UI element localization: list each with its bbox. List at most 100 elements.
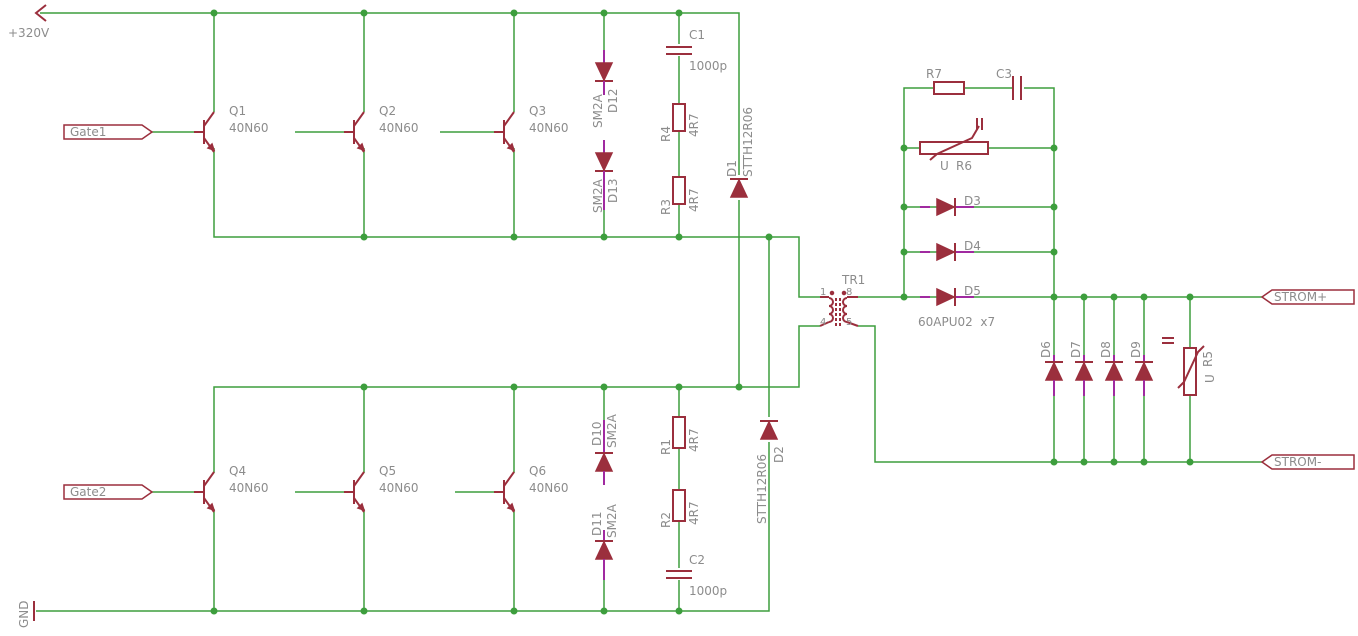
diode-d7: D7 bbox=[1069, 341, 1094, 396]
svg-text:Q5: Q5 bbox=[379, 464, 396, 478]
svg-text:Q4: Q4 bbox=[229, 464, 246, 478]
diode-d5: D5 bbox=[920, 284, 981, 307]
svg-text:40N60: 40N60 bbox=[529, 481, 569, 495]
diode-d2: STTH12R06 D2 bbox=[755, 420, 786, 524]
svg-text:C1: C1 bbox=[689, 28, 705, 42]
ground-symbol: GND bbox=[17, 600, 35, 628]
svg-text:D8: D8 bbox=[1099, 341, 1113, 358]
varistor-r6: U R6 bbox=[919, 118, 989, 173]
gnd-label: GND bbox=[17, 600, 31, 628]
transistor-q6: Q6 40N60 bbox=[493, 464, 569, 513]
svg-text:STROM-: STROM- bbox=[1274, 455, 1321, 469]
svg-text:40N60: 40N60 bbox=[229, 121, 269, 135]
svg-text:R7: R7 bbox=[926, 67, 942, 81]
junctions bbox=[210, 9, 1194, 615]
diode-d1: D1 STTH12R06 bbox=[725, 107, 755, 198]
svg-text:40N60: 40N60 bbox=[529, 121, 569, 135]
tvs-d13: SM2A D13 bbox=[591, 140, 620, 213]
tvs-d10: D10 SM2A bbox=[590, 413, 619, 485]
svg-text:D7: D7 bbox=[1069, 341, 1083, 358]
svg-text:D13: D13 bbox=[606, 178, 620, 203]
net-label-strom-minus: STROM- bbox=[1260, 454, 1355, 470]
resistor-r3: R3 4R7 bbox=[659, 176, 701, 215]
transistor-q1: Q1 40N60 bbox=[193, 104, 269, 153]
svg-text:U: U bbox=[1203, 374, 1217, 383]
tvs-d11: D11 SM2A bbox=[590, 503, 619, 580]
svg-text:R2: R2 bbox=[659, 512, 673, 528]
svg-text:1000p: 1000p bbox=[689, 59, 727, 73]
varistor-r5: U R5 bbox=[1162, 337, 1217, 396]
transistor-q2: Q2 40N60 bbox=[343, 104, 419, 153]
svg-text:D4: D4 bbox=[964, 239, 981, 253]
svg-text:TR1: TR1 bbox=[841, 273, 865, 287]
svg-text:R5: R5 bbox=[1201, 351, 1215, 367]
svg-text:SM2A: SM2A bbox=[591, 93, 605, 128]
svg-text:4R7: 4R7 bbox=[687, 188, 701, 212]
svg-text:4: 4 bbox=[820, 317, 826, 328]
svg-text:D10: D10 bbox=[590, 421, 604, 446]
svg-text:D1: D1 bbox=[725, 160, 739, 177]
svg-text:R1: R1 bbox=[659, 439, 673, 455]
net-label-gate2: Gate2 bbox=[63, 484, 154, 500]
svg-text:STROM+: STROM+ bbox=[1274, 290, 1327, 304]
diode-d8: D8 bbox=[1099, 341, 1124, 396]
svg-text:8: 8 bbox=[846, 287, 852, 298]
svg-text:C3: C3 bbox=[996, 67, 1012, 81]
svg-text:1000p: 1000p bbox=[689, 584, 727, 598]
svg-text:C2: C2 bbox=[689, 553, 705, 567]
svg-text:D3: D3 bbox=[964, 194, 981, 208]
resistor-r4: R4 4R7 bbox=[659, 103, 701, 142]
svg-text:STTH12R06: STTH12R06 bbox=[741, 107, 755, 177]
supply-320v: +320V bbox=[8, 4, 50, 40]
svg-text:D12: D12 bbox=[606, 88, 620, 113]
svg-text:R6: R6 bbox=[956, 159, 972, 173]
capacitor-c2: C2 1000p bbox=[666, 553, 727, 598]
transistor-q3: Q3 40N60 bbox=[493, 104, 569, 153]
svg-text:D11: D11 bbox=[590, 511, 604, 536]
svg-text:STTH12R06: STTH12R06 bbox=[755, 454, 769, 524]
resistor-r7: R7 bbox=[926, 67, 965, 95]
svg-text:1: 1 bbox=[820, 287, 826, 298]
svg-text:40N60: 40N60 bbox=[379, 121, 419, 135]
transistor-q4: Q4 40N60 bbox=[193, 464, 269, 513]
diode-d3: D3 bbox=[920, 194, 981, 217]
resistor-r2: R2 4R7 bbox=[659, 489, 701, 528]
tvs-d12: SM2A D12 bbox=[591, 50, 620, 128]
svg-text:Q6: Q6 bbox=[529, 464, 546, 478]
svg-text:D6: D6 bbox=[1039, 341, 1053, 358]
svg-text:SM2A: SM2A bbox=[605, 503, 619, 538]
supply-320v-label: +320V bbox=[8, 26, 50, 40]
rect-diode-note: 60APU02 x7 bbox=[918, 315, 995, 329]
capacitor-c3: C3 bbox=[996, 67, 1022, 100]
svg-text:SM2A: SM2A bbox=[591, 178, 605, 213]
svg-text:40N60: 40N60 bbox=[229, 481, 269, 495]
svg-text:SM2A: SM2A bbox=[605, 413, 619, 448]
svg-text:U: U bbox=[940, 159, 949, 173]
diode-d9: D9 bbox=[1129, 341, 1154, 396]
capacitor-c1: C1 1000p bbox=[666, 28, 727, 73]
svg-text:Q1: Q1 bbox=[229, 104, 246, 118]
svg-text:Q2: Q2 bbox=[379, 104, 396, 118]
svg-text:D2: D2 bbox=[772, 446, 786, 463]
svg-text:R3: R3 bbox=[659, 199, 673, 215]
svg-text:4R7: 4R7 bbox=[687, 428, 701, 452]
svg-text:R4: R4 bbox=[659, 126, 673, 142]
svg-text:Q3: Q3 bbox=[529, 104, 546, 118]
svg-text:Gate1: Gate1 bbox=[70, 125, 106, 139]
diode-d4: D4 bbox=[920, 239, 981, 262]
svg-text:40N60: 40N60 bbox=[379, 481, 419, 495]
svg-text:4R7: 4R7 bbox=[687, 501, 701, 525]
svg-text:5: 5 bbox=[846, 317, 852, 328]
svg-text:Gate2: Gate2 bbox=[70, 485, 106, 499]
net-label-gate1: Gate1 bbox=[63, 124, 154, 140]
diode-d6: D6 bbox=[1039, 341, 1064, 396]
wires bbox=[36, 12, 1262, 612]
transformer-tr1: TR1 1 8 4 5 bbox=[819, 273, 865, 328]
resistor-r1: R1 4R7 bbox=[659, 416, 701, 455]
svg-text:4R7: 4R7 bbox=[687, 113, 701, 137]
net-label-strom-plus: STROM+ bbox=[1260, 289, 1355, 305]
svg-text:D9: D9 bbox=[1129, 341, 1143, 358]
transistor-q5: Q5 40N60 bbox=[343, 464, 419, 513]
svg-text:D5: D5 bbox=[964, 284, 981, 298]
